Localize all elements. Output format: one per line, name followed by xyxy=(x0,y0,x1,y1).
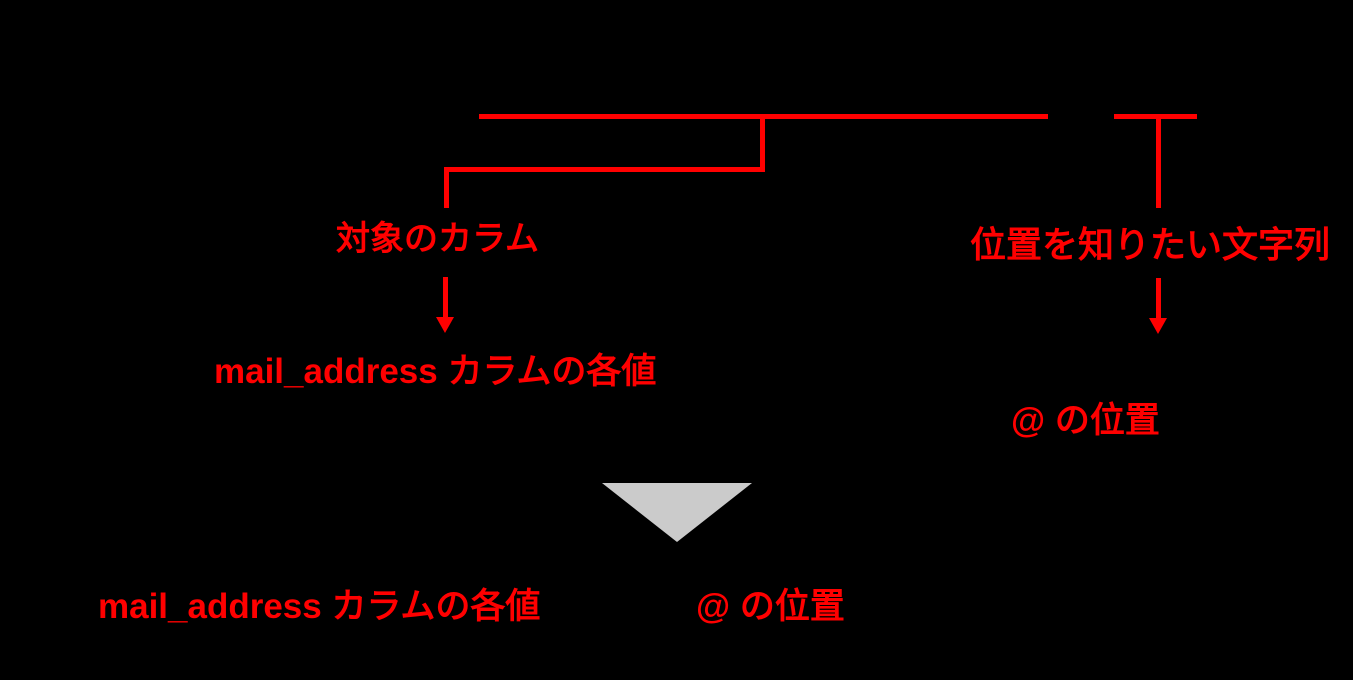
column-values-label: mail_address カラムの各値 xyxy=(214,352,657,391)
bracket-horizontal-line xyxy=(444,167,765,172)
search-string-label: 位置を知りたい文字列 xyxy=(970,224,1331,265)
underline-second-argument-line xyxy=(1114,114,1197,119)
bracket-left-vertical-line xyxy=(444,167,449,208)
result-at-position-label: @ の位置 xyxy=(696,587,845,626)
left-down-arrow-shaft xyxy=(443,277,448,318)
at-position-label: @ の位置 xyxy=(1011,401,1160,440)
bracket-drop-line xyxy=(760,114,765,172)
tee-vertical-line xyxy=(1156,114,1161,208)
right-down-arrow-icon xyxy=(1149,318,1167,334)
left-down-arrow-icon xyxy=(436,317,454,333)
target-column-label: 対象のカラム xyxy=(336,220,539,258)
result-column-values-label: mail_address カラムの各値 xyxy=(98,587,541,626)
right-down-arrow-shaft xyxy=(1156,278,1161,319)
result-triangle-icon xyxy=(602,483,752,542)
